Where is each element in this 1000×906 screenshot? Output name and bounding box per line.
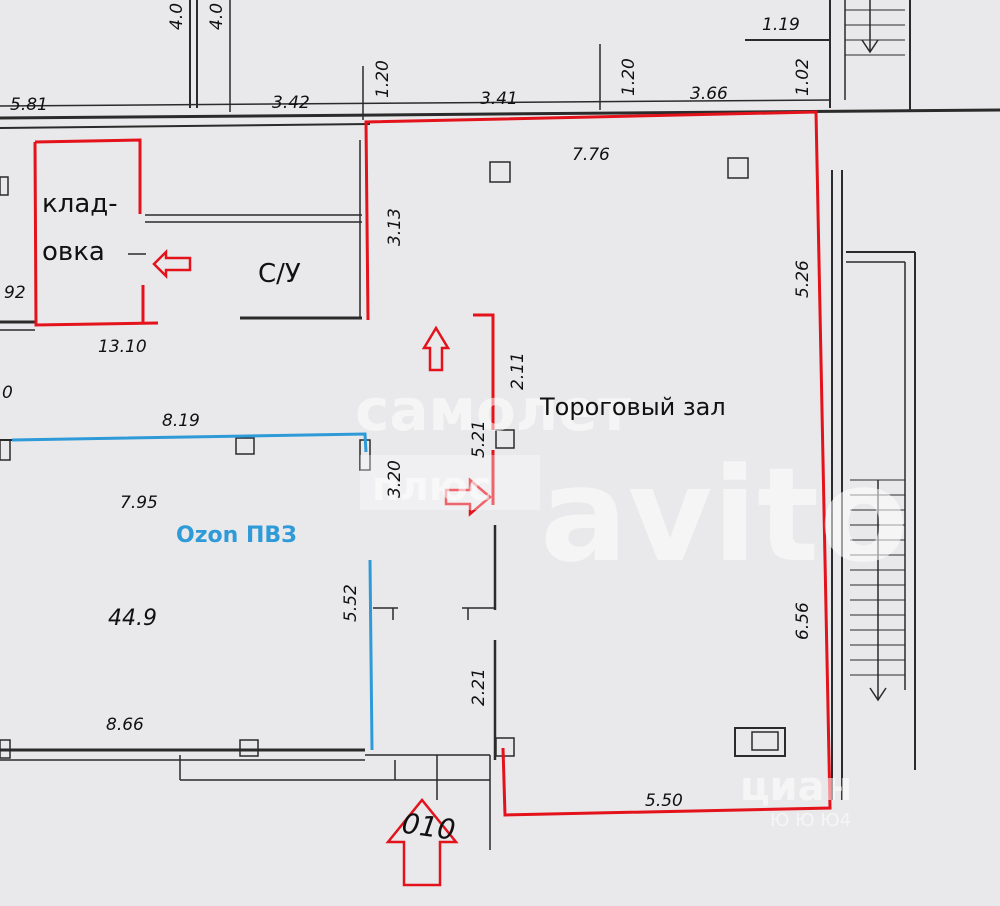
watermark-pls-box — [360, 455, 540, 510]
dim-hall-right-bottom: 6.56 — [793, 602, 813, 640]
dim-top-119: 1.19 — [762, 15, 800, 35]
dim-top-120b: 1.20 — [619, 58, 639, 96]
arrow-left-icon — [152, 248, 192, 280]
arrow-right-icon — [444, 477, 492, 517]
dim-ozon-bottom: 8.66 — [106, 715, 144, 735]
dim-top-342: 3.42 — [272, 93, 310, 113]
dim-hall-right-top: 5.26 — [793, 260, 813, 298]
storage-label-line1: клад- — [42, 189, 118, 219]
dim-top-120a: 1.20 — [373, 60, 393, 98]
dim-row-1310: 13.10 — [98, 337, 147, 357]
watermark-avito: avito — [540, 439, 908, 591]
dim-top-left: 5.81 — [10, 95, 48, 115]
dim-top-366: 3.66 — [690, 84, 728, 104]
dimension-labels: 5.81 3.42 1.20 3.41 1.20 3.66 1.02 1.19 … — [2, 3, 813, 811]
watermark-pls: плюс — [372, 464, 492, 510]
sales-area-outline — [33, 110, 832, 817]
dim-left-0: 0 — [2, 383, 13, 403]
bathroom-label: С/У — [258, 259, 301, 289]
dim-partition-mid: 5.21 — [469, 420, 489, 458]
dim-bath-vertical: 3.13 — [385, 208, 405, 246]
entrance-arrows — [152, 248, 492, 887]
room-labels: клад- овка С/У Тороговый зал Ozon ПВЗ 44… — [42, 189, 726, 847]
dim-ozon-right-lower: 5.52 — [341, 584, 361, 622]
arrow-up-icon — [421, 325, 451, 372]
ozon-number-label: 010 — [400, 807, 458, 847]
dim-ozon-inner: 7.95 — [120, 493, 158, 513]
dim-partition-lower: 2.21 — [469, 668, 489, 706]
dim-ozon-right-upper: 3.20 — [385, 460, 405, 498]
dim-hall-top: 7.76 — [572, 145, 610, 165]
arrow-up-entrance-icon — [385, 798, 459, 887]
dim-ozon-top: 8.19 — [162, 411, 200, 431]
watermark-cian-id: Ю Ю Ю4 — [770, 810, 851, 831]
storage-label-line2: овка — [42, 237, 105, 267]
dim-left-92: 92 — [4, 283, 26, 303]
watermarks: самолет плюс avito циан Ю Ю Ю4 — [355, 376, 908, 831]
sales-hall-label: Тороговый зал — [539, 393, 726, 421]
dim-hall-bottom: 5.50 — [645, 791, 683, 811]
walls — [0, 0, 1000, 850]
watermark-samolet: самолет — [355, 376, 632, 444]
dim-top-341: 3.41 — [480, 89, 518, 109]
ozon-area-outline — [11, 432, 374, 751]
ozon-label: Ozon ПВЗ — [176, 523, 297, 548]
dim-partition-upper: 2.11 — [508, 352, 528, 390]
dim-top-40a: 4.0 — [167, 3, 187, 30]
watermark-cian: циан — [740, 764, 852, 810]
area-label: 44.9 — [108, 606, 157, 631]
dim-top-40b: 4.0 — [207, 3, 227, 30]
dim-top-102: 1.02 — [793, 58, 813, 96]
